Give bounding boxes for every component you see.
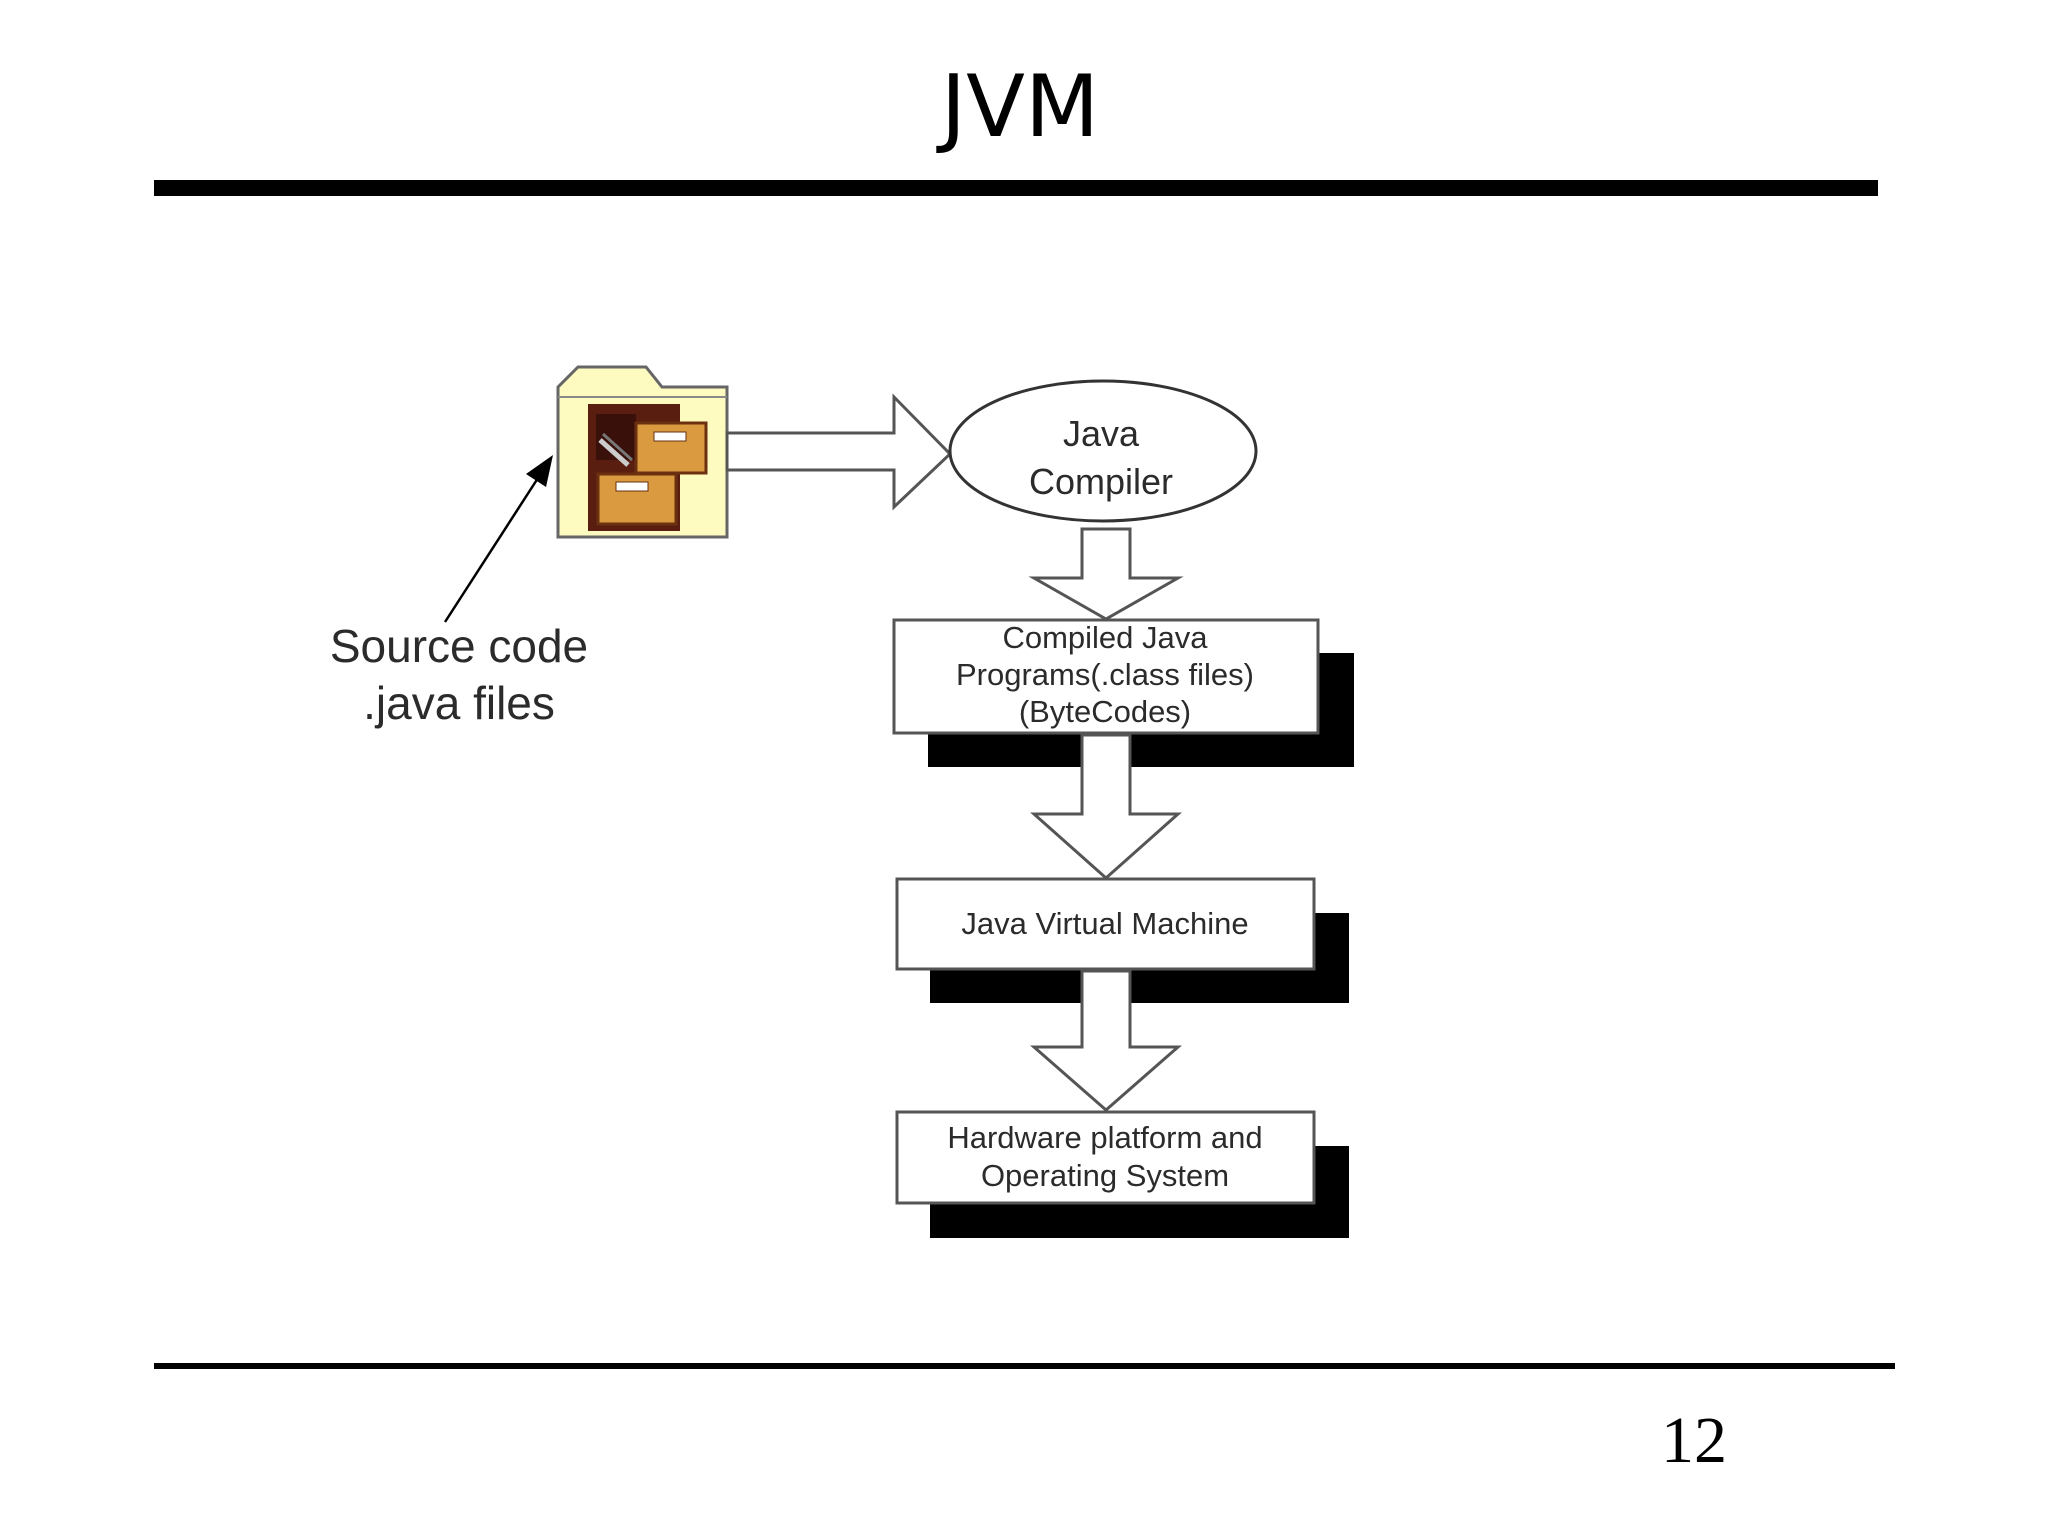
- compiler-label-line2: Compiler: [1029, 461, 1173, 502]
- title-rule: [154, 180, 1878, 196]
- arrow-to-compiler: [725, 393, 953, 511]
- source-label-line1: Source code: [330, 620, 588, 672]
- footer-rule: [154, 1363, 1895, 1369]
- source-label-line2: .java files: [363, 677, 555, 729]
- bytecode-label-line2: Programs(.class files): [956, 657, 1254, 692]
- arrow-bytecode-to-jvm: [1030, 733, 1182, 881]
- bytecode-label-line3: (ByteCodes): [1019, 694, 1191, 729]
- arrow-compiler-to-bytecode: [1028, 527, 1184, 621]
- bytecode-label-line1: Compiled Java: [1002, 620, 1208, 655]
- jvm-box: Java Virtual Machine: [895, 877, 1349, 1003]
- platform-label-line1: Hardware platform and: [947, 1120, 1262, 1155]
- page-number: 12: [1661, 1404, 1727, 1477]
- file-cabinet-icon: [588, 404, 708, 531]
- slide-title: JVM: [936, 57, 1099, 157]
- platform-label-line2: Operating System: [981, 1158, 1229, 1193]
- jvm-label: Java Virtual Machine: [961, 906, 1248, 941]
- folder-icon: [556, 365, 729, 539]
- compiler-label-line1: Java: [1063, 413, 1140, 454]
- platform-box: Hardware platform and Operating System: [895, 1110, 1349, 1238]
- arrow-jvm-to-platform: [1030, 969, 1182, 1112]
- bytecode-box: Compiled Java Programs(.class files) (By…: [892, 618, 1354, 767]
- java-compiler-node: Java Compiler: [948, 379, 1258, 523]
- source-pointer-arrow: [443, 455, 553, 623]
